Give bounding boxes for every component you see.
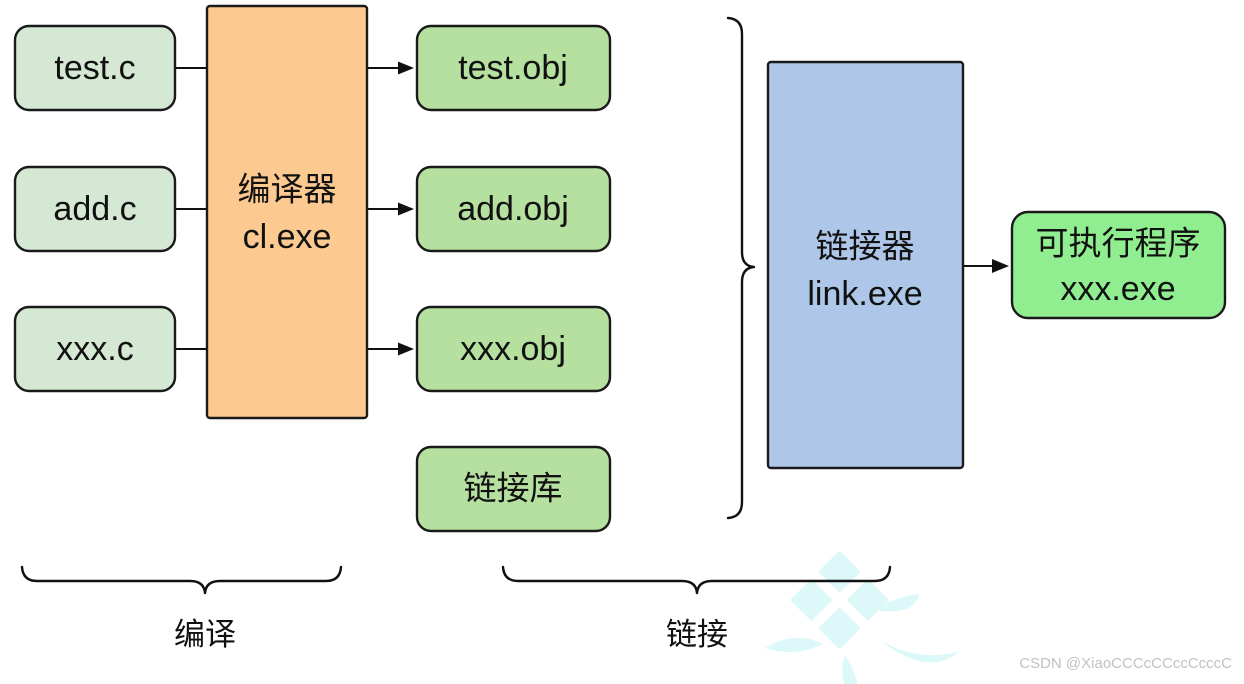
credit-watermark-text: CSDN @XiaoCCCcCCccCcccC	[1019, 655, 1232, 672]
node-source-add-c[interactable]: add.c	[13, 165, 177, 253]
executable-label-line1: 可执行程序	[1036, 225, 1201, 262]
node-executable[interactable]: 可执行程序 xxx.exe	[1010, 210, 1227, 320]
brace-stage-compile	[20, 565, 343, 595]
source-box-shape	[13, 165, 177, 253]
node-source-xxx-c[interactable]: xxx.c	[13, 305, 177, 393]
object-box-shape	[415, 24, 612, 112]
executable-box-shape	[1010, 210, 1227, 320]
object-label-add-obj: add.obj	[457, 190, 569, 228]
source-box-shape	[13, 24, 177, 112]
node-compiler[interactable]: 编译器 cl.exe	[205, 4, 369, 420]
stage-label-compile: 编译	[174, 617, 236, 652]
compiler-label-line1: 编译器	[238, 171, 337, 208]
source-label-xxx-c: xxx.c	[56, 330, 133, 368]
node-object-test-obj[interactable]: test.obj	[415, 24, 612, 112]
compiler-label-line2: cl.exe	[243, 218, 332, 256]
source-label-test-c: test.c	[54, 49, 135, 87]
watermark	[765, 551, 958, 684]
source-label-add-c: add.c	[53, 190, 136, 228]
node-object-add-obj[interactable]: add.obj	[415, 165, 612, 253]
linker-label-line1: 链接器	[816, 228, 915, 265]
edge-compiler-to-object-group	[367, 61, 414, 356]
edge-compiler-to-addobj	[367, 202, 414, 216]
node-linker[interactable]: 链接器 link.exe	[766, 60, 965, 470]
executable-label-line2: xxx.exe	[1060, 270, 1175, 308]
node-link-library[interactable]: 链接库	[415, 445, 612, 533]
edge-linker-to-executable	[963, 259, 1009, 273]
edge-compiler-to-xxxobj	[367, 342, 414, 356]
edge-compiler-to-testobj	[367, 61, 414, 75]
edge-source-to-compiler-group	[175, 66, 207, 351]
brace-objects-to-linker	[726, 16, 756, 520]
source-box-shape	[13, 305, 177, 393]
brace-stage-link	[501, 565, 892, 595]
object-label-xxx-obj: xxx.obj	[460, 330, 566, 368]
node-object-xxx-obj[interactable]: xxx.obj	[415, 305, 612, 393]
stage-label-link: 链接	[666, 617, 728, 652]
linker-label-line2: link.exe	[807, 275, 922, 313]
node-source-test-c[interactable]: test.c	[13, 24, 177, 112]
compiler-box-shape	[205, 4, 369, 420]
object-label-test-obj: test.obj	[458, 49, 568, 87]
linker-box-shape	[766, 60, 965, 470]
library-label: 链接库	[464, 470, 563, 507]
object-box-shape	[415, 305, 612, 393]
library-box-shape	[415, 445, 612, 533]
object-box-shape	[415, 165, 612, 253]
